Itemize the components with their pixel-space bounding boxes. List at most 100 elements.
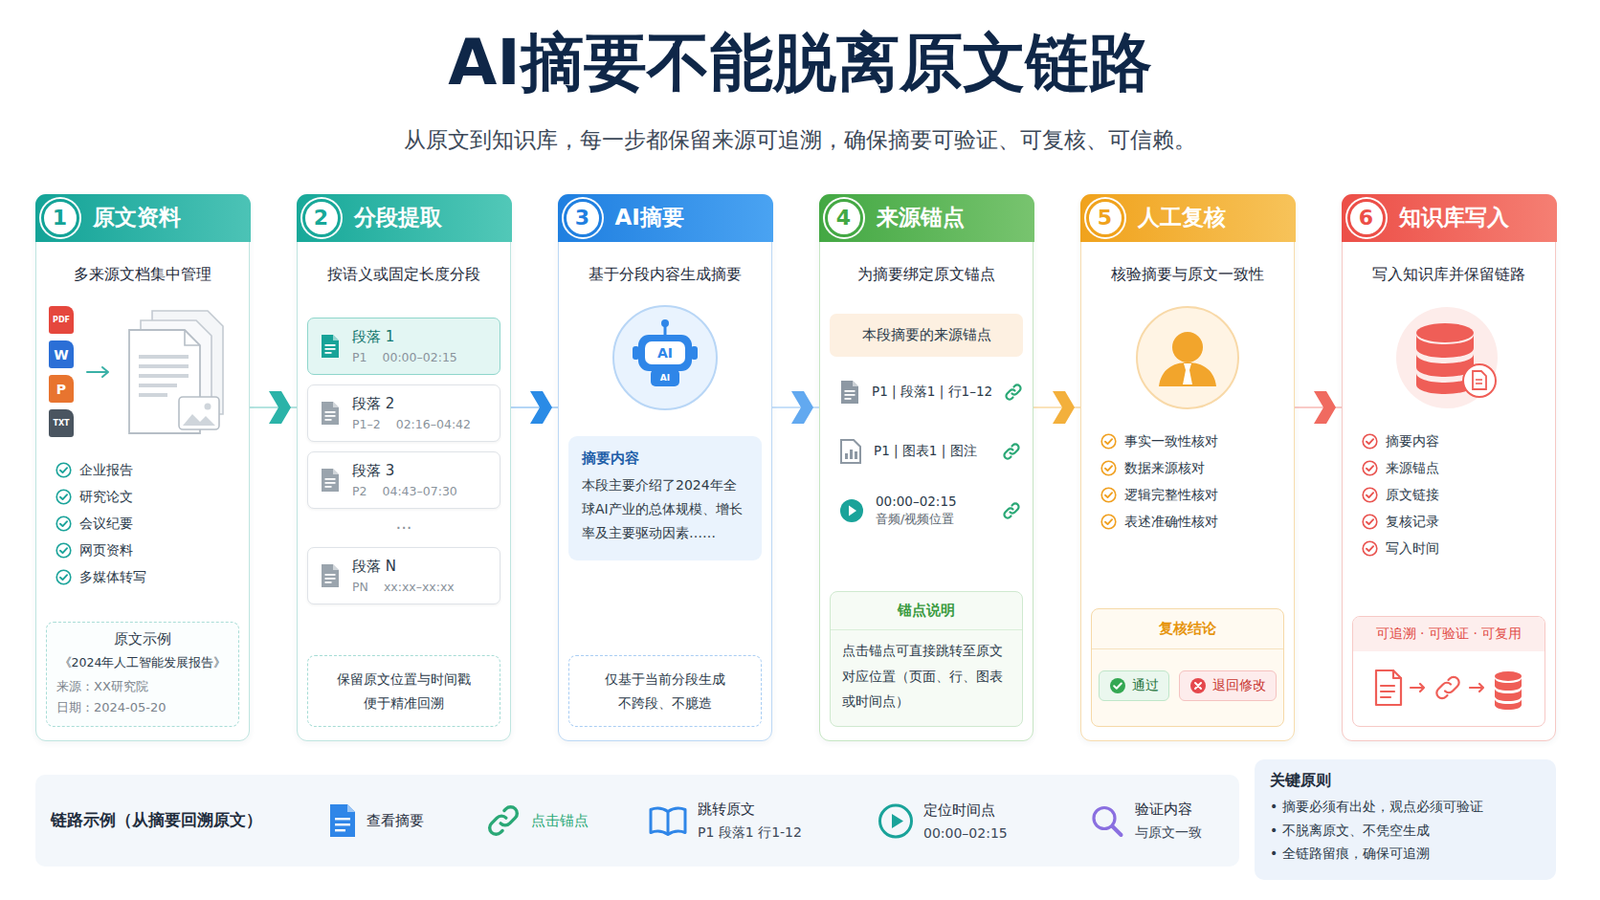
segment-meta: P1–202:16–04:42 xyxy=(352,417,471,432)
ellipsis: ··· xyxy=(307,518,501,538)
check-icon xyxy=(55,569,72,586)
check-item: 写入时间 xyxy=(1352,535,1546,563)
example-date: 日期：2024-05-20 xyxy=(56,699,229,717)
icon-part xyxy=(178,397,220,430)
segment-meta: P100:00–02:15 xyxy=(352,350,458,365)
note-text: 仅基于当前分段生成 不跨段、不臆造 xyxy=(600,667,731,715)
anchor-ref: P1 | 段落1 | 行1–12 xyxy=(871,383,993,401)
icon-part xyxy=(325,411,336,414)
source-illustration: PDFWPTXT xyxy=(45,300,240,445)
check-item: 逻辑完整性核对 xyxy=(1090,482,1285,510)
spacer xyxy=(829,300,1023,314)
step-detail: 00:00–02:15 xyxy=(923,825,1008,842)
icon-part xyxy=(1003,503,1019,518)
icon-part xyxy=(1100,487,1117,504)
check-text: 数据来源核对 xyxy=(1124,460,1205,478)
icon-part xyxy=(334,818,351,832)
step-icon xyxy=(1088,802,1126,840)
stage-illustration xyxy=(1090,304,1285,412)
kb-box: 可追溯 · 可验证 · 可复用 xyxy=(1352,616,1546,728)
icon-part xyxy=(1376,670,1484,706)
summary-box: 摘要内容本段主要介绍了2024年全球AI产业的总体规模、增长率及主要驱动因素…… xyxy=(568,436,762,562)
icon-part xyxy=(891,814,904,829)
icon-part xyxy=(840,499,864,523)
stage-subtitle: 按语义或固定长度分段 xyxy=(307,265,501,286)
anchor-row: P1 | 图表1 | 图注 xyxy=(829,422,1023,482)
icon-part xyxy=(1436,683,1451,699)
icon-part xyxy=(1172,332,1203,363)
check-text: 复核记录 xyxy=(1385,513,1440,532)
icon-part xyxy=(1105,519,1112,525)
chain-step: 跳转原文P1 段落1 行1-12 xyxy=(647,800,802,843)
check-text: 原文链接 xyxy=(1385,487,1440,505)
icon-part xyxy=(1494,678,1522,691)
stage-number: 5 xyxy=(1086,199,1125,238)
icon-part xyxy=(644,341,686,365)
icon-part xyxy=(56,543,71,558)
icon-part xyxy=(844,453,848,460)
anchor-ref: P1 | 图表1 | 图注 xyxy=(873,443,991,461)
icon-part xyxy=(638,334,692,372)
icon-part xyxy=(1003,448,1013,459)
icon-part xyxy=(1003,382,1023,402)
check-text: 摘要内容 xyxy=(1385,433,1440,451)
chain-step: 点击锚点 xyxy=(485,802,589,840)
icon-part xyxy=(60,467,67,473)
stage-subtitle: 为摘要绑定原文锚点 xyxy=(829,265,1023,286)
icon-part xyxy=(1475,382,1483,385)
check-text: 研究论文 xyxy=(79,488,134,507)
doc-icon xyxy=(319,467,341,493)
kb-tagline: 可追溯 · 可验证 · 可复用 xyxy=(1353,617,1545,652)
icon-part xyxy=(844,398,852,400)
icon-part xyxy=(330,804,356,838)
card-body: 为摘要绑定原文锚点本段摘要的来源锚点P1 | 段落1 | 行1–12P1 | 图… xyxy=(820,242,1033,742)
check-item: 研究论文 xyxy=(45,484,240,512)
step-icon xyxy=(877,802,914,840)
icon-part xyxy=(841,380,859,404)
icon-part xyxy=(877,802,914,840)
check-item: 复核记录 xyxy=(1352,509,1546,536)
anchor-row: P1 | 段落1 | 行1–12 xyxy=(829,362,1023,423)
icon-part xyxy=(60,548,67,554)
icon-part xyxy=(1366,466,1374,471)
connector xyxy=(1294,391,1342,424)
icon-part xyxy=(1003,444,1019,459)
stage-title: 知识库写入 xyxy=(1399,202,1510,233)
step-text: 跳转原文P1 段落1 行1-12 xyxy=(697,800,802,843)
check-text: 逻辑完整性核对 xyxy=(1124,487,1219,505)
link-icon xyxy=(1003,382,1023,402)
documents-icon xyxy=(123,305,237,440)
check-item: 会议纪要 xyxy=(45,511,240,538)
reject-icon xyxy=(1189,677,1207,695)
stage-title: AI摘要 xyxy=(615,202,685,233)
segment-meta: PNxx:xx–xx:xx xyxy=(352,579,455,595)
step-text: 点击锚点 xyxy=(531,812,589,831)
check-icon xyxy=(1361,460,1378,477)
stage-number: 3 xyxy=(563,199,602,238)
icon-part xyxy=(1182,363,1193,385)
icon-part xyxy=(661,319,669,328)
stage-illustration xyxy=(1352,304,1546,412)
title: AI摘要不能脱离原文链路 xyxy=(0,28,1600,99)
example-box: 原文示例《2024年人工智能发展报告》来源：XX研究院日期：2024-05-20 xyxy=(45,622,240,729)
file-badge: P xyxy=(48,375,74,403)
check-item: 摘要内容 xyxy=(1352,428,1546,456)
check-icon xyxy=(1100,513,1117,531)
summary-body: 本段主要介绍了2024年全球AI产业的总体规模、增长率及主要驱动因素…… xyxy=(581,473,749,547)
step-text: 查看摘要 xyxy=(366,812,424,831)
icon-part xyxy=(1494,688,1522,702)
note-box: 保留原文位置与时间戳 便于精准回溯 xyxy=(307,655,501,728)
principles-box: 关键原则• 摘要必须有出处，观点必须可验证• 不脱离原文、不凭空生成• 全链路留… xyxy=(1254,759,1556,881)
icon-part xyxy=(852,380,859,387)
icon-part xyxy=(1101,514,1116,530)
file-type-label: PDF xyxy=(52,316,70,325)
card-body: 写入知识库并保留链路摘要内容来源锚点原文链接复核记录写入时间可追溯 · 可验证 … xyxy=(1342,242,1556,742)
icon-part xyxy=(489,816,507,835)
review-buttons: 通过退回修改 xyxy=(1091,670,1284,702)
segment-time: 00:00–02:15 xyxy=(382,350,458,365)
arrow-chevron xyxy=(1052,391,1075,424)
arrow-chevron xyxy=(1313,391,1336,424)
check-icon xyxy=(1361,433,1378,450)
button-label: 通过 xyxy=(1132,677,1159,695)
